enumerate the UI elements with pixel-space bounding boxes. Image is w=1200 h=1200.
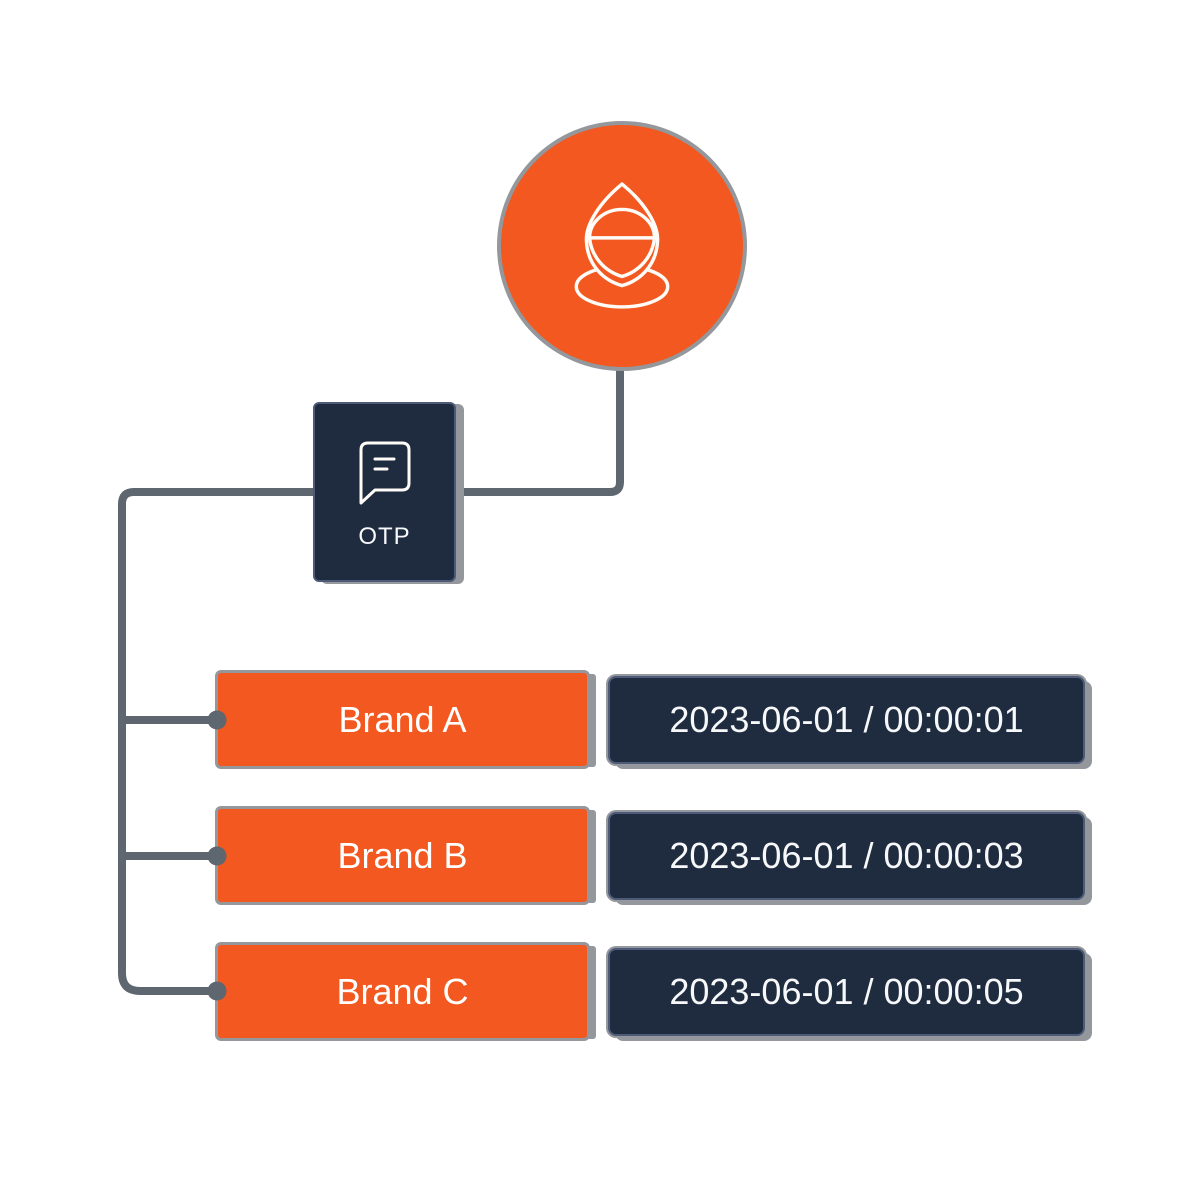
otp-node: OTP: [313, 402, 456, 582]
brand-a-node: Brand A: [218, 673, 587, 766]
attacker-node: [501, 125, 743, 367]
timestamp-c-node: 2023-06-01 / 00:00:05: [608, 948, 1085, 1036]
connector-dot: [207, 981, 227, 1001]
connector-dot: [207, 710, 227, 730]
face-shape: [587, 207, 657, 279]
brand-b-node: Brand B: [218, 809, 587, 902]
trunk-connector: [118, 360, 624, 995]
timestamp-a-node: 2023-06-01 / 00:00:01: [608, 676, 1085, 764]
connector-dot: [207, 846, 227, 866]
hooded-attacker-icon: [574, 182, 670, 309]
chat-bubble-icon: [359, 441, 410, 505]
timestamp-b-node: 2023-06-01 / 00:00:03: [608, 812, 1085, 900]
brand-c-node: Brand C: [218, 945, 587, 1038]
otp-label: OTP: [358, 523, 411, 550]
